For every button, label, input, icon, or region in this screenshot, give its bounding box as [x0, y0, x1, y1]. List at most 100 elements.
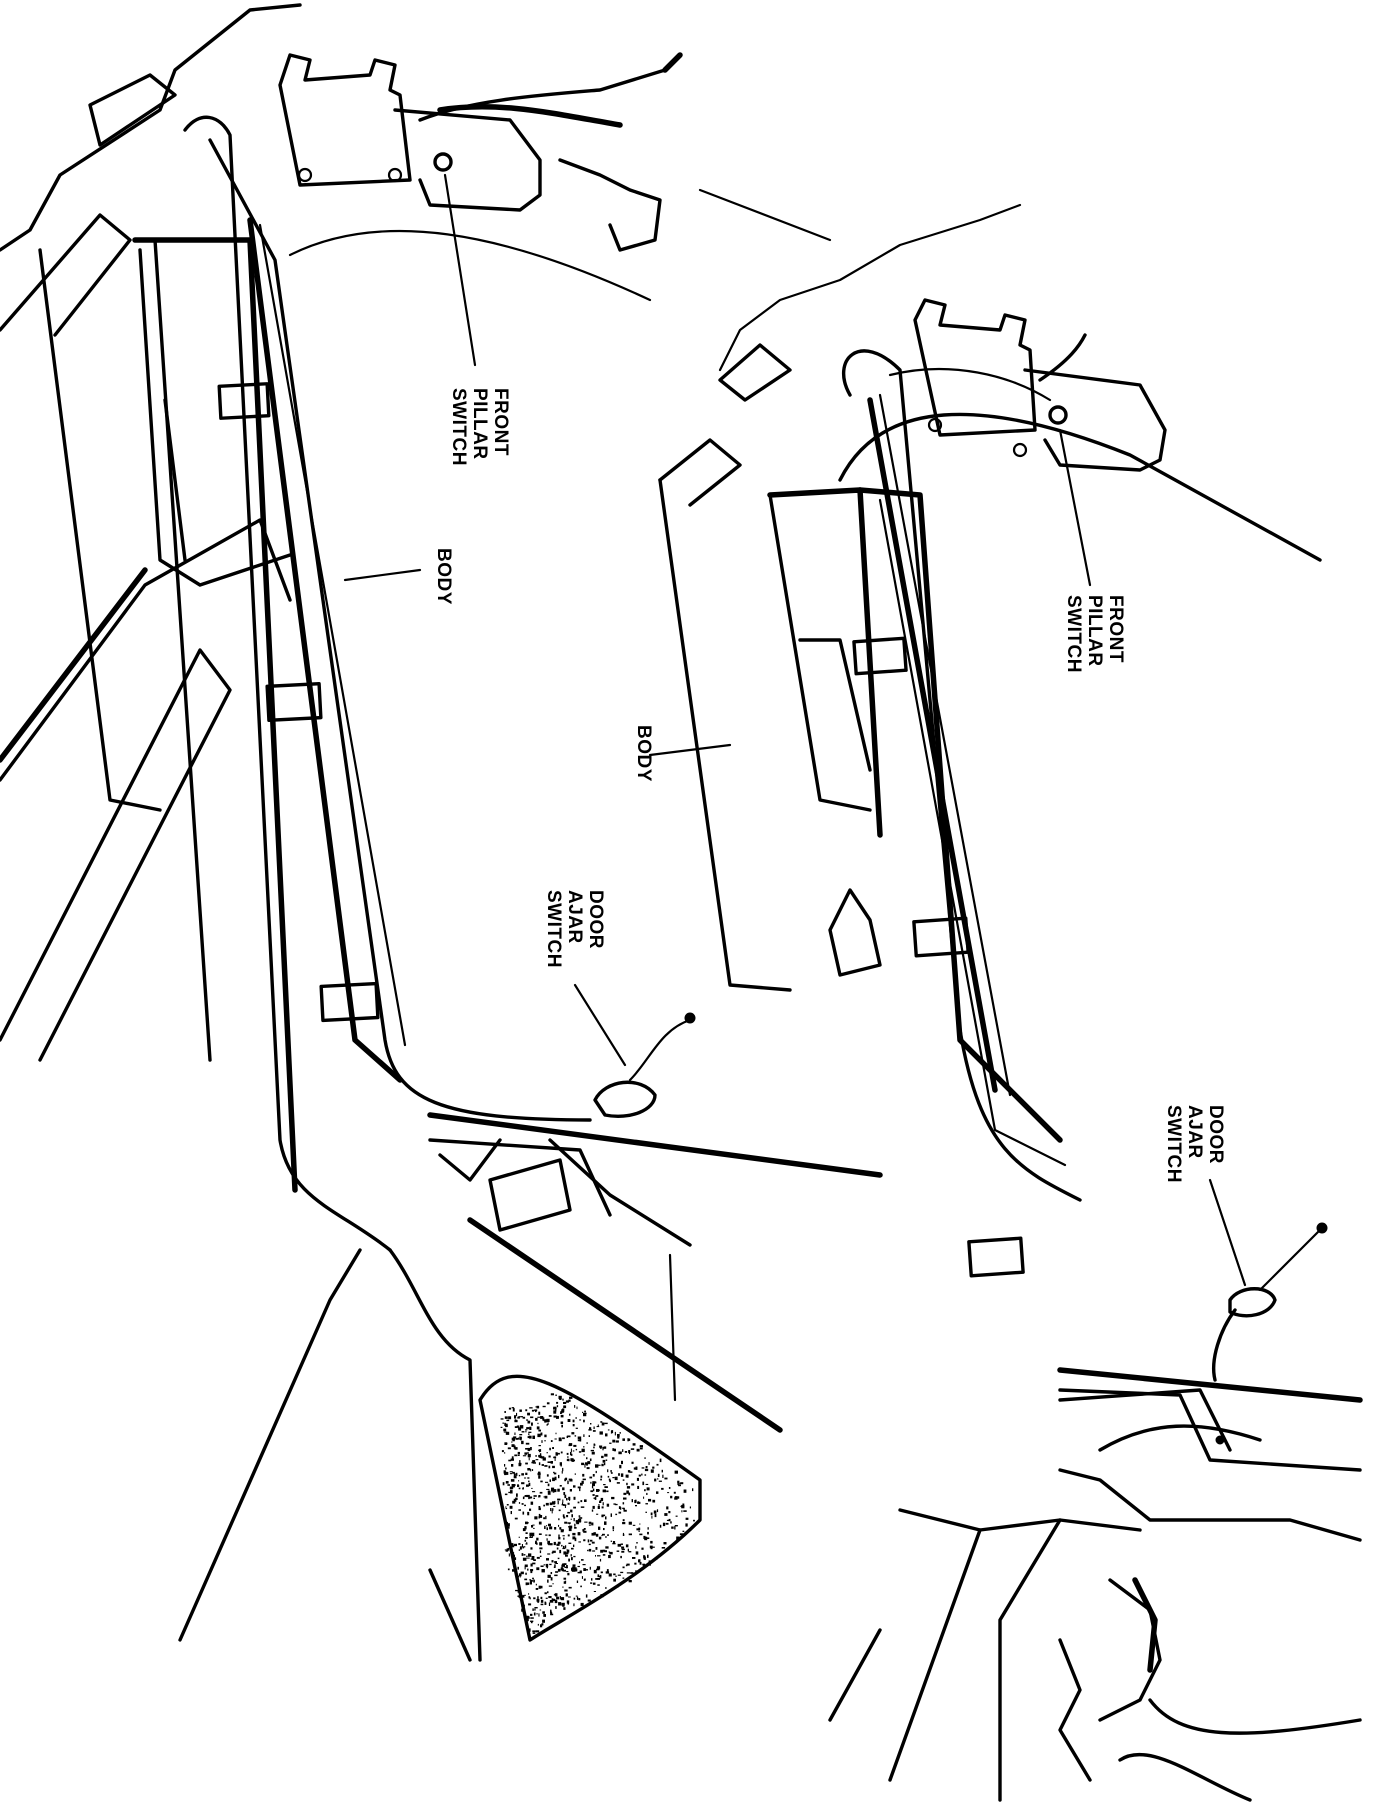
carpet-speck	[532, 1469, 534, 1471]
carpet-speck	[564, 1521, 568, 1524]
right-lower-edge	[828, 1628, 882, 1722]
carpet-speck	[626, 1486, 631, 1489]
carpet-speck	[614, 1431, 616, 1436]
carpet-speck	[599, 1431, 603, 1435]
carpet-speck	[542, 1405, 546, 1408]
carpet-speck	[604, 1453, 608, 1457]
carpet-speck	[521, 1544, 523, 1548]
carpet-speck	[514, 1447, 518, 1450]
carpet-speck	[518, 1487, 521, 1490]
carpet-speck	[671, 1526, 674, 1529]
carpet-speck	[567, 1502, 570, 1505]
carpet-speck	[521, 1605, 525, 1607]
carpet-speck	[544, 1525, 546, 1529]
carpet-speck	[527, 1477, 530, 1479]
carpet-speck	[526, 1542, 528, 1544]
carpet-speck	[579, 1561, 581, 1564]
carpet-speck	[572, 1450, 575, 1452]
carpet-speck	[627, 1470, 631, 1473]
carpet-speck	[502, 1422, 505, 1424]
carpet-speck	[526, 1484, 529, 1487]
carpet-speck	[508, 1459, 512, 1462]
right-clip-2	[912, 916, 970, 958]
carpet-speck	[607, 1469, 609, 1473]
carpet-speck	[500, 1426, 503, 1428]
carpet-speck	[587, 1539, 590, 1543]
carpet-speck	[511, 1407, 515, 1409]
left-door-inner-2	[548, 1138, 692, 1247]
carpet-speck	[668, 1518, 671, 1522]
right-body-leader	[648, 743, 732, 757]
carpet-speck	[549, 1447, 551, 1451]
carpet-speck	[535, 1417, 538, 1421]
carpet-speck	[507, 1447, 511, 1450]
carpet-speck	[554, 1574, 558, 1577]
carpet-speck	[574, 1435, 577, 1437]
carpet-speck	[547, 1579, 549, 1583]
carpet-speck	[551, 1551, 554, 1554]
carpet-speck	[617, 1574, 621, 1576]
carpet-speck	[517, 1595, 520, 1597]
carpet-speck	[549, 1502, 553, 1506]
carpet-speck	[620, 1555, 622, 1559]
carpet-speck	[524, 1504, 526, 1507]
carpet-speck	[562, 1437, 565, 1440]
carpet-speck	[553, 1407, 557, 1410]
carpet-speck	[553, 1410, 557, 1414]
carpet-speck	[612, 1439, 616, 1443]
carpet-speck	[532, 1524, 535, 1526]
carpet-speck	[627, 1548, 629, 1552]
carpet-speck	[547, 1574, 551, 1578]
label-line: DOOR	[585, 890, 606, 949]
carpet-speck	[611, 1430, 614, 1434]
carpet-speck	[513, 1473, 516, 1477]
carpet-speck	[568, 1444, 572, 1447]
carpet-speck	[636, 1542, 638, 1544]
carpet-speck	[600, 1594, 604, 1598]
carpet-speck	[529, 1407, 533, 1409]
carpet-speck	[623, 1497, 627, 1500]
right-screw-1	[927, 417, 943, 433]
carpet-speck	[602, 1549, 606, 1552]
carpet-speck	[670, 1521, 672, 1524]
carpet-speck	[579, 1419, 582, 1421]
carpet-speck	[524, 1495, 527, 1497]
carpet-speck	[504, 1416, 508, 1419]
carpet-speck	[566, 1515, 569, 1518]
carpet-speck	[613, 1578, 616, 1582]
carpet-speck	[667, 1492, 670, 1494]
carpet-speck	[566, 1435, 568, 1438]
carpet-speck	[591, 1532, 595, 1536]
carpet-speck	[622, 1577, 625, 1579]
right-switch-housing	[1023, 368, 1167, 472]
label-line: SWITCH	[543, 890, 564, 968]
carpet-speck	[514, 1419, 517, 1422]
carpet-speck	[636, 1448, 640, 1452]
carpet-speck	[573, 1485, 576, 1488]
carpet-speck	[587, 1461, 591, 1465]
carpet-speck	[609, 1442, 612, 1444]
left-bracket	[278, 53, 412, 187]
carpet-speck	[612, 1448, 615, 1451]
carpet-speck	[530, 1501, 534, 1505]
carpet-speck	[504, 1411, 506, 1413]
carpet-speck	[538, 1475, 541, 1479]
right-lower-diag	[888, 1528, 982, 1782]
carpet-speck	[623, 1492, 627, 1495]
carpet-speck	[568, 1458, 570, 1462]
carpet-speck	[638, 1527, 641, 1531]
carpet-speck	[589, 1427, 592, 1431]
carpet-speck	[619, 1464, 622, 1469]
carpet-speck	[596, 1566, 601, 1570]
carpet-speck	[524, 1566, 526, 1570]
carpet-speck	[504, 1442, 508, 1445]
carpet-speck	[600, 1571, 603, 1574]
left-view	[0, 3, 883, 1662]
right-hinge-outline	[1058, 1638, 1092, 1782]
right-lower-arc	[1118, 1753, 1252, 1802]
carpet-speck	[519, 1546, 522, 1550]
right-sill-screw	[1215, 1435, 1225, 1445]
carpet-speck	[505, 1423, 508, 1425]
carpet-speck	[583, 1528, 586, 1530]
carpet-speck	[536, 1537, 539, 1541]
